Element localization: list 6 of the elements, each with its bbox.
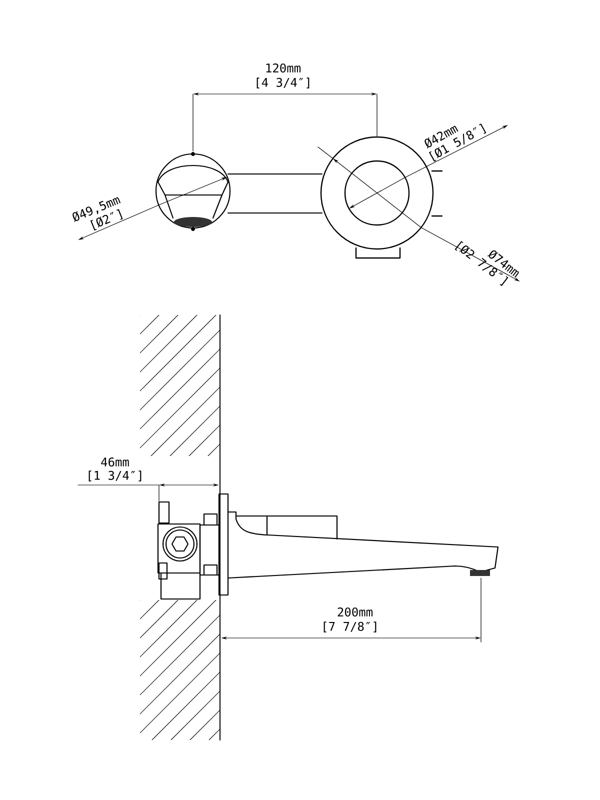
dimension-label: [7 7/8″] xyxy=(324,622,376,632)
dimension-label: [4 3/4″] xyxy=(256,78,310,88)
dimension-label: 46mm xyxy=(101,457,129,467)
dimension-label: 200mm xyxy=(338,607,372,617)
dimension-label: [1 3/4″] xyxy=(88,470,142,482)
dimension-label: 120mm xyxy=(266,63,300,73)
